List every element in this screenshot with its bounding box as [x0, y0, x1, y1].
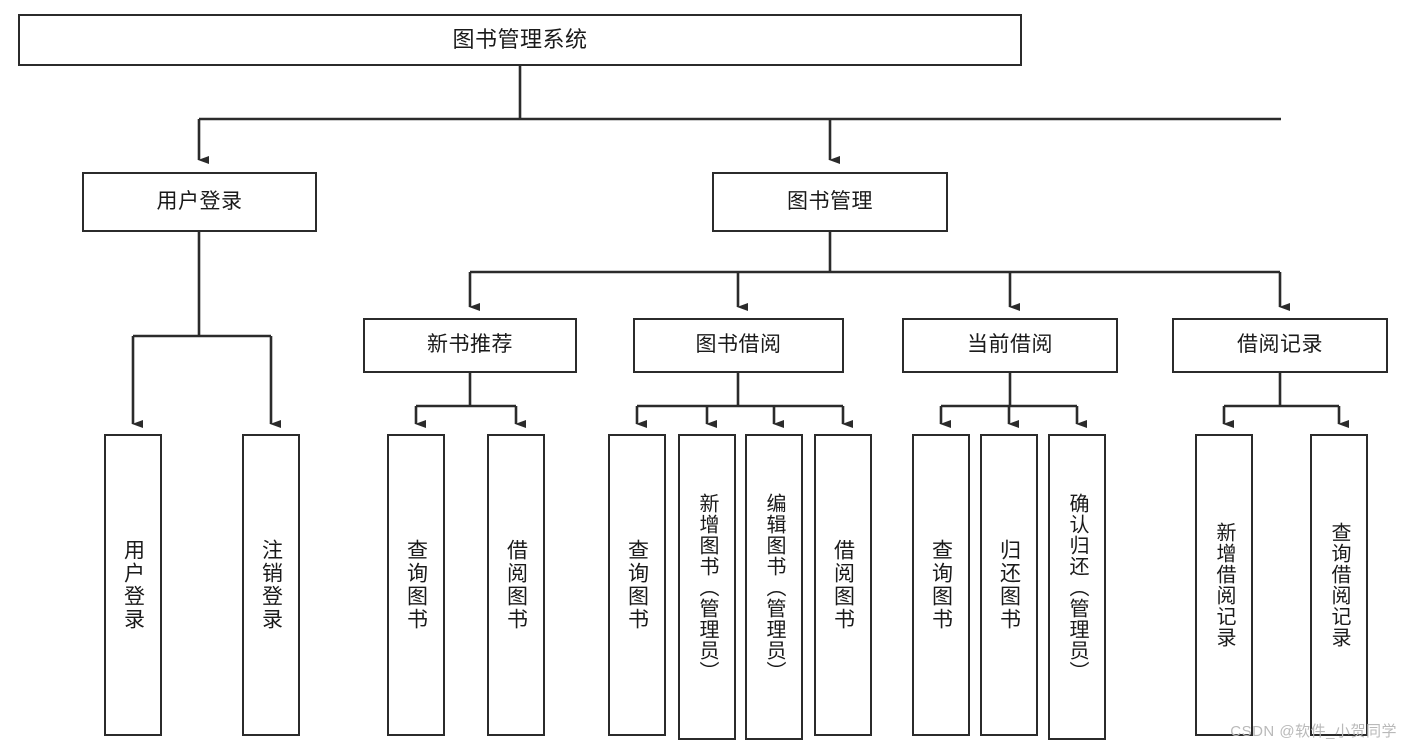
- leaf-return-book[interactable]: 归还图书: [980, 434, 1038, 736]
- leaf-query-borrow-record[interactable]: 查询借阅记录: [1310, 434, 1368, 736]
- leaf-user-login[interactable]: 用户登录: [104, 434, 162, 736]
- node-label: 查询图书: [404, 539, 428, 631]
- node-label: 新增借阅记录: [1213, 522, 1235, 648]
- csdn-watermark: CSDN @软件_小贺同学: [1230, 723, 1397, 740]
- node-label: 确认归还（管理员）: [1066, 492, 1088, 682]
- leaf-logout-login[interactable]: 注销登录: [242, 434, 300, 736]
- leaf-edit-book-admin[interactable]: 编辑图书（管理员）: [745, 434, 803, 740]
- node-label: 借阅图书: [504, 539, 528, 631]
- node-label: 编辑图书（管理员）: [763, 492, 785, 682]
- node-label: 用户登录: [121, 539, 145, 631]
- node-current-borrow[interactable]: 当前借阅: [902, 318, 1118, 373]
- node-user-login[interactable]: 用户登录: [82, 172, 317, 232]
- leaf-borrow-book-recommend[interactable]: 借阅图书: [487, 434, 545, 736]
- node-label: 新增图书（管理员）: [696, 492, 718, 682]
- node-label: 新书推荐: [427, 333, 513, 357]
- node-label: 借阅图书: [831, 539, 855, 631]
- node-label: 当前借阅: [967, 333, 1053, 357]
- node-label: 注销登录: [259, 539, 283, 631]
- node-label: 图书管理系统: [452, 27, 588, 53]
- leaf-add-book-admin[interactable]: 新增图书（管理员）: [678, 434, 736, 740]
- node-label: 用户登录: [156, 189, 243, 213]
- leaf-query-book-borrow[interactable]: 查询图书: [608, 434, 666, 736]
- node-label: 借阅记录: [1237, 333, 1323, 357]
- node-label: 查询图书: [625, 539, 649, 631]
- leaf-query-book-recommend[interactable]: 查询图书: [387, 434, 445, 736]
- node-label: 归还图书: [997, 539, 1021, 631]
- leaf-query-book-current[interactable]: 查询图书: [912, 434, 970, 736]
- leaf-confirm-return-admin[interactable]: 确认归还（管理员）: [1048, 434, 1106, 740]
- node-label: 图书借阅: [695, 333, 782, 357]
- leaf-borrow-book[interactable]: 借阅图书: [814, 434, 872, 736]
- node-book-management[interactable]: 图书管理: [712, 172, 948, 232]
- leaf-add-borrow-record[interactable]: 新增借阅记录: [1195, 434, 1253, 736]
- node-label: 查询借阅记录: [1328, 522, 1350, 648]
- node-label: 图书管理: [787, 189, 873, 213]
- node-root-book-management-system[interactable]: 图书管理系统: [18, 14, 1022, 66]
- node-new-book-recommend[interactable]: 新书推荐: [363, 318, 577, 373]
- node-label: 查询图书: [929, 539, 953, 631]
- node-book-borrow[interactable]: 图书借阅: [633, 318, 844, 373]
- node-borrow-record[interactable]: 借阅记录: [1172, 318, 1388, 373]
